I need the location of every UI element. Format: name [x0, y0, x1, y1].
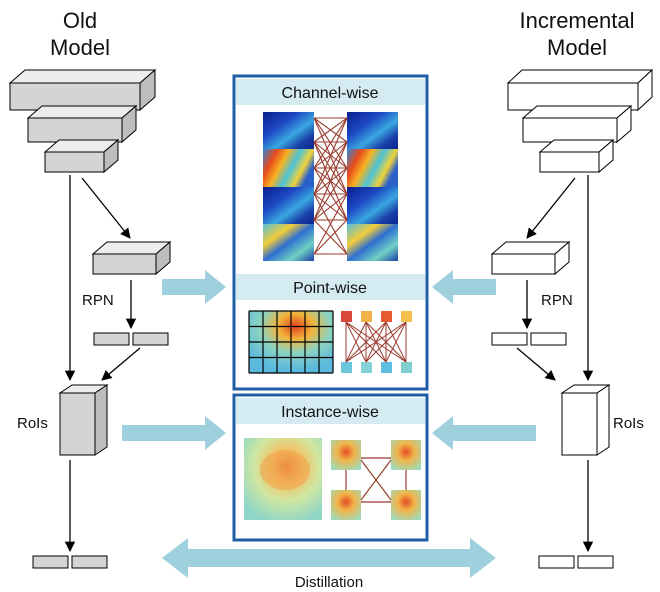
distillation-label: Distillation [295, 574, 363, 591]
point-token [401, 362, 412, 373]
point-link [365, 321, 407, 363]
new-rpn-label: RPN [541, 292, 573, 309]
instance-wise-label: Instance-wise [281, 404, 379, 421]
new-output [538, 555, 614, 569]
channel-link [313, 141, 348, 195]
new-flow-arrows [516, 175, 594, 553]
point-token [381, 362, 392, 373]
new-model-title-line1: Incremental [520, 8, 635, 33]
point-tokens [341, 311, 412, 373]
new-model-title-line2: Model [547, 35, 607, 60]
instance-patches [331, 440, 421, 520]
right-instance-arrow [432, 416, 536, 450]
point-wise-header [236, 274, 425, 300]
old-rpn-label: RPN [82, 292, 114, 309]
point-grid [248, 310, 334, 374]
old-output [32, 555, 108, 569]
distillation-double-arrow [162, 538, 496, 578]
old-flow-arrows [64, 175, 141, 553]
channel-link [313, 117, 348, 195]
point-wise-label: Point-wise [293, 280, 367, 297]
point-token [341, 311, 352, 322]
left-instance-arrow [122, 416, 226, 450]
point-token [361, 311, 372, 322]
new-backbone-stack [506, 68, 654, 174]
channel-wise-header [236, 79, 425, 105]
new-proposals [491, 332, 567, 346]
point-token [381, 311, 392, 322]
instance-wise-header [236, 398, 425, 424]
point-token [341, 362, 352, 373]
channel-link [313, 141, 348, 221]
channel-link [313, 193, 348, 221]
new-rpn-block [490, 240, 571, 276]
feature-distill-arrows [122, 270, 536, 578]
old-backbone-stack [8, 68, 157, 174]
point-link [385, 321, 407, 363]
channel-link [313, 117, 348, 143]
instance-links [345, 457, 407, 503]
point-link [345, 321, 387, 363]
old-model-title-line2: Model [50, 35, 110, 60]
point-token [401, 311, 412, 322]
point-link [345, 321, 407, 363]
point-link [345, 321, 367, 363]
channel-link [313, 219, 348, 255]
instance-blob [260, 450, 310, 490]
left-feature-arrow [162, 270, 226, 304]
channel-heatmaps-left [263, 112, 314, 261]
new-rois-block [560, 384, 611, 456]
channel-links [313, 117, 348, 255]
right-feature-arrow [432, 270, 496, 304]
channel-wise-label: Channel-wise [282, 85, 379, 102]
channel-link [313, 193, 348, 255]
old-model-title-line1: Old [63, 8, 97, 33]
old-rois-label: RoIs [17, 415, 48, 432]
channel-link [313, 167, 348, 221]
old-proposals [93, 332, 169, 346]
new-rois-label: RoIs [613, 415, 644, 432]
old-rpn-block [91, 240, 172, 276]
point-links [345, 321, 407, 363]
channel-heatmaps-right [347, 112, 398, 261]
old-rois-block [58, 384, 109, 456]
point-token [361, 362, 372, 373]
channel-link [313, 117, 348, 169]
